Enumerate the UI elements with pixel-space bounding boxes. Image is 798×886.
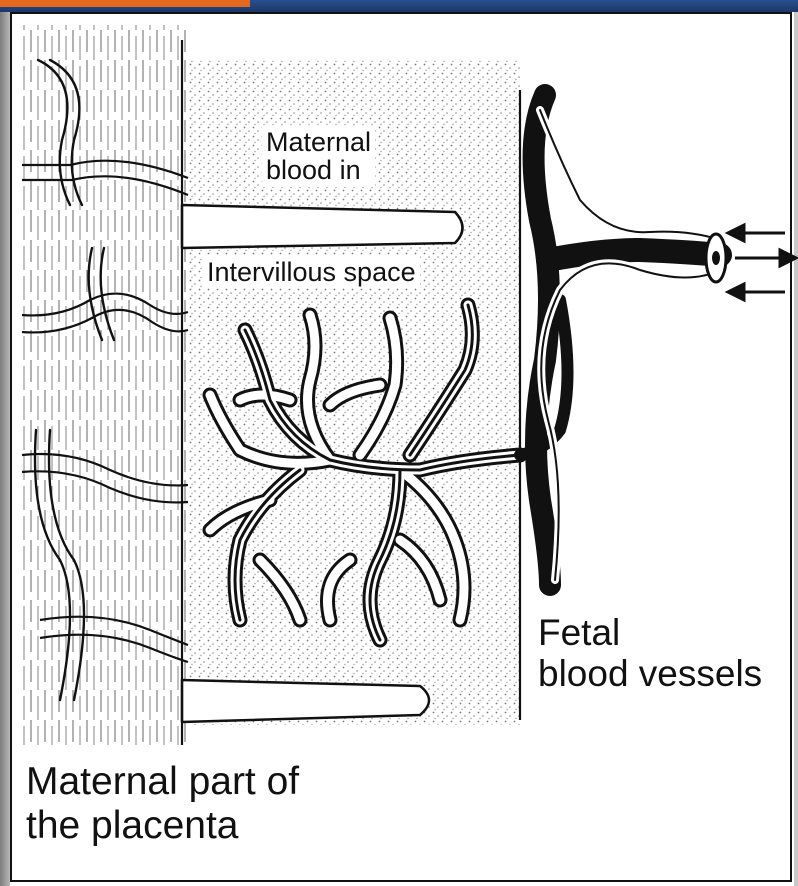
label-fetal-blood-vessels: Fetal blood vessels xyxy=(538,612,762,695)
label-maternal-blood-line2: blood in xyxy=(266,156,371,184)
label-maternal-blood-in: Maternal blood in xyxy=(262,126,375,187)
label-fetal-line1: Fetal xyxy=(538,612,762,653)
fetal-vessels xyxy=(520,95,720,585)
blood-flow-arrows xyxy=(728,225,796,300)
label-maternal-blood-line1: Maternal xyxy=(266,128,371,156)
label-maternal-part-line1: Maternal part of xyxy=(26,760,299,804)
label-intervillous-space: Intervillous space xyxy=(203,256,420,288)
label-maternal-part-of-placenta: Maternal part of the placenta xyxy=(26,760,299,848)
umbilical-vessel-opening xyxy=(712,251,720,265)
label-fetal-line2: blood vessels xyxy=(538,653,762,694)
label-maternal-part-line2: the placenta xyxy=(26,804,299,848)
